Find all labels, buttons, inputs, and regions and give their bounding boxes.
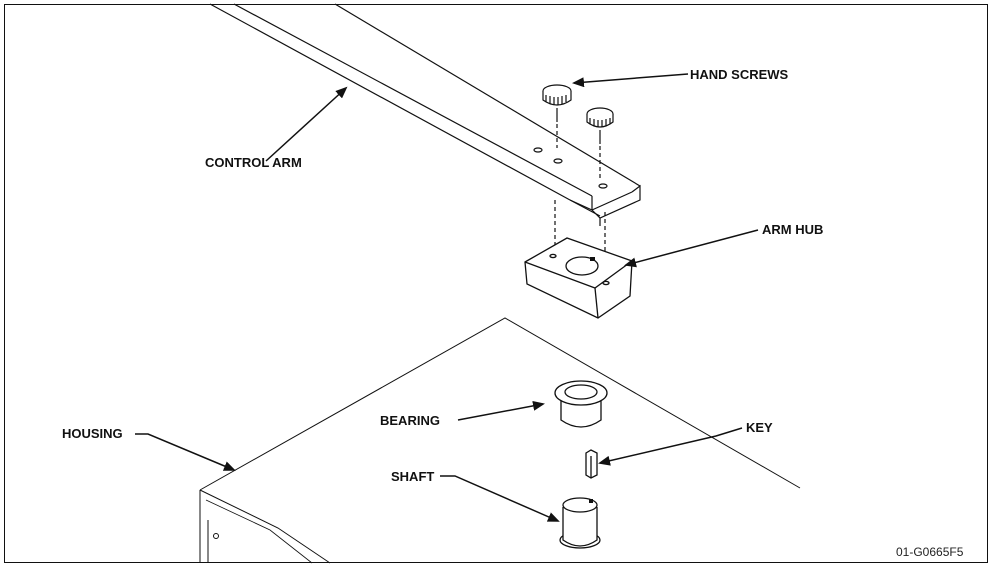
alignment-lines <box>554 200 606 278</box>
bearing <box>554 380 608 428</box>
label-shaft: SHAFT <box>391 469 434 484</box>
control-arm <box>209 3 641 226</box>
figure-id: 01-G0665F5 <box>896 545 964 559</box>
label-housing: HOUSING <box>62 426 123 441</box>
label-control-arm: CONTROL ARM <box>205 155 302 170</box>
housing <box>199 317 801 564</box>
label-arm-hub: ARM HUB <box>762 222 823 237</box>
arm-hub <box>524 237 633 319</box>
shaft <box>559 497 601 549</box>
label-key: KEY <box>746 420 773 435</box>
leader-lines <box>135 73 759 522</box>
hand-screw-left <box>542 84 572 148</box>
label-hand-screws: HAND SCREWS <box>690 67 789 82</box>
label-bearing: BEARING <box>380 413 440 428</box>
key <box>585 449 598 479</box>
hand-screw-right <box>586 107 614 180</box>
figure-border <box>4 4 988 563</box>
